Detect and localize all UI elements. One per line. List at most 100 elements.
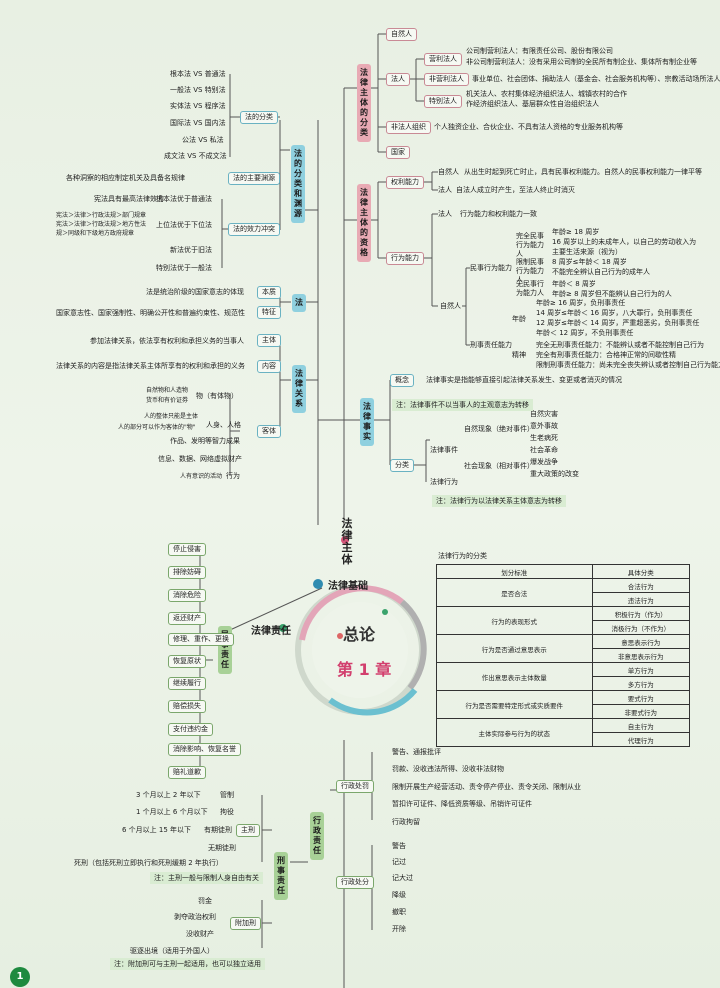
table-criterion-cell: 行为的表现形式 xyxy=(436,606,593,635)
relation-object-box: 客体 xyxy=(257,425,281,438)
age-label: 年龄 xyxy=(512,315,526,323)
table-kind-cell: 多方行为 xyxy=(591,676,691,691)
table-kind-cell: 合法行为 xyxy=(591,578,691,593)
nonprofit-legal-person: 非营利法人 xyxy=(424,73,469,86)
admin-sanction-item: 降级 xyxy=(392,891,406,899)
concept-box: 概念 xyxy=(390,374,414,387)
class-item-3: 实体法 VS 程序法 xyxy=(170,102,226,110)
absolute-item-1: 自然灾害 xyxy=(530,410,558,418)
admin-sanction-item: 记过 xyxy=(392,858,406,866)
main-penalty-name: 无期徒刑 xyxy=(208,844,236,852)
special-item-1: 机关法人、农村集体经济组织法人、城镇农村的合作 xyxy=(466,90,627,98)
additional-penalty-box: 附加刑 xyxy=(230,917,261,930)
table-kind-cell: 代理行为 xyxy=(591,732,691,747)
table-criterion-cell: 是否合法 xyxy=(436,578,593,607)
table-criterion-cell: 作出意思表示主体数量 xyxy=(436,662,593,691)
limited-item-2: 不能完全辨认自己行为的成年人 xyxy=(552,268,650,276)
profit-item-1: 公司制营利法人：有限责任公司、股份有限公司 xyxy=(466,47,613,55)
table-kind-cell: 意思表示行为 xyxy=(591,634,691,649)
full-item-3: 主要生活来源（视为） xyxy=(552,248,622,256)
main-source-box: 法的主要渊源 xyxy=(228,172,280,185)
ac-legal-item: 行为能力和权利能力一致 xyxy=(460,210,537,218)
legal-person-box: 法人 xyxy=(386,73,410,86)
mental-item-2: 完全有刑事责任能力：合格神正常的间歇性精 xyxy=(536,351,676,359)
civil-capacity-label: 民事行为能力 xyxy=(470,264,512,272)
law-classes-label-text: 法的分类和渊源 xyxy=(294,149,302,218)
unincorporated-box: 非法人组织 xyxy=(386,121,431,134)
table-criterion-cell: 主体实际参与行为的状态 xyxy=(436,718,593,747)
main-penalty-range: 死刑（包括死刑立即执行和死刑缓期 2 年执行） xyxy=(74,859,223,867)
criminal-capacity-label: 刑事责任能力 xyxy=(470,341,512,349)
relation-label: 法律关系 xyxy=(292,365,306,413)
table-row: 是否合法合法行为 xyxy=(436,578,691,607)
table-header-cell: 划分标准 xyxy=(436,564,593,579)
chapter-label: 第 1 章 xyxy=(337,660,392,679)
admin-sanction-box: 行政处分 xyxy=(336,876,374,889)
mental-item-1: 完全无刑事责任能力：不能辨认或者不能控制自己行为 xyxy=(536,341,704,349)
rc-natural-label: 自然人 xyxy=(438,168,459,176)
none-item-1: 年龄＜ 8 周岁 xyxy=(552,280,596,288)
upper-line-1: 宪法＞法律＞行政法规＞部门规章 xyxy=(56,212,147,219)
ac-legal-label: 法人 xyxy=(438,210,452,218)
act-capacity-box: 行为能力 xyxy=(386,252,424,265)
table-kind-cell: 单方行为 xyxy=(591,662,691,677)
mental-label: 精神 xyxy=(512,351,526,359)
civil-liability-item: 恢复原状 xyxy=(168,655,206,668)
admin-liability-label: 行政责任 xyxy=(310,812,324,860)
upper-label: 上位法优于下位法 xyxy=(156,221,212,229)
conflict-item-2: 根本法优于普通法 xyxy=(156,195,212,203)
full-capacity-label: 完全民事行为能力人 xyxy=(516,232,544,258)
admin-sanction-item: 警告 xyxy=(392,842,406,850)
facts-label-text: 法律事实 xyxy=(363,402,371,441)
main-penalty-box: 主刑 xyxy=(236,824,260,837)
event-label: 法律事件 xyxy=(430,446,458,454)
relative-item-1: 社会革命 xyxy=(530,446,558,454)
admin-punish-item: 限制开展生产经营活动、责令停产停业、责令关闭、限制从业 xyxy=(392,783,581,791)
person-item-1: 人的整体只能是主体 xyxy=(144,413,199,420)
civil-liability-item: 支付违约金 xyxy=(168,723,213,736)
table-row: 代理行为 xyxy=(437,732,691,747)
profit-item-2: 非公司制营利法人：没有采用公司制的全民所有制企业、集体所有制企业等 xyxy=(466,58,697,66)
ac-natural-label: 自然人 xyxy=(440,302,461,310)
admin-sanction-item: 撤职 xyxy=(392,908,406,916)
relation-label-text: 法律关系 xyxy=(295,369,303,408)
relation-content-box: 内容 xyxy=(257,360,281,373)
special-general-rule: 特别法优于一般法 xyxy=(156,264,212,272)
admin-punish-box: 行政处罚 xyxy=(336,780,374,793)
thing-item-2: 货币和有价证券 xyxy=(146,397,189,404)
table-row: 主体实际参与行为的状态自主行为 xyxy=(436,718,691,747)
behavior-item: 人有意识的活动 xyxy=(180,473,223,480)
facts-note-1: 注：法律事件不以当事人的主观意志为转移 xyxy=(392,399,533,411)
relative-event-label: 社会现象（相对事件） xyxy=(464,462,534,470)
age-item-3: 12 周岁≤年龄＜ 14 周岁，严重超恶劣，负刑事责任 xyxy=(536,319,700,327)
table-kind-cell: 非要式行为 xyxy=(591,704,691,719)
essence-item: 法是统治阶级的国家意志的体现 xyxy=(146,288,244,296)
unincorporated-item: 个人独资企业、合伙企业、不具有法人资格的专业服务机构等 xyxy=(434,123,623,131)
absolute-event-label: 自然现象（绝对事件） xyxy=(464,425,534,433)
profit-legal-person: 营利法人 xyxy=(424,53,462,66)
state-box: 国家 xyxy=(386,146,410,159)
center-subject-label: 法律主体 xyxy=(341,517,353,566)
full-item-2: 16 周岁以上的未成年人，以自己的劳动收入为 xyxy=(552,238,697,246)
table-row: 行为是否通过意思表示意思表示行为 xyxy=(436,634,691,663)
age-item-1: 年龄≥ 16 周岁，负刑事责任 xyxy=(536,299,626,307)
relation-subject-box: 主体 xyxy=(257,334,281,347)
special-item-2: 作经济组织法人、基层群众性自治组织法人 xyxy=(466,100,599,108)
main-penalty-range: 1 个月以上 6 个月以下 xyxy=(136,808,208,816)
age-item-4: 年龄＜ 12 周岁，不负刑事责任 xyxy=(536,329,634,337)
person-item-2: 人的部分可以作为客体的"物" xyxy=(118,424,196,431)
table-row: 行为是否需要特定形式或实质要件要式行为 xyxy=(436,690,691,719)
class-item-1: 根本法 VS 普通法 xyxy=(170,70,226,78)
table-title: 法律行为的分类 xyxy=(438,552,487,560)
full-item-1: 年龄≥ 18 周岁 xyxy=(552,228,600,236)
source-item: 各种洞察的相应制定机关及具备名规律 xyxy=(66,174,185,182)
relation-subject-item: 参加法律关系，依法享有权利和承担义务的当事人 xyxy=(90,337,244,345)
main-penalty-name: 管制 xyxy=(220,791,234,799)
admin-punish-item: 罚款、没收违法所得、没收非法财物 xyxy=(392,765,504,773)
object-thing: 物（有体物） xyxy=(196,392,238,400)
civil-liability-item: 继续履行 xyxy=(168,677,206,690)
civil-liability-item: 修理、重作、更换 xyxy=(168,633,234,646)
table-kind-cell: 消极行为（不作为） xyxy=(591,620,691,635)
